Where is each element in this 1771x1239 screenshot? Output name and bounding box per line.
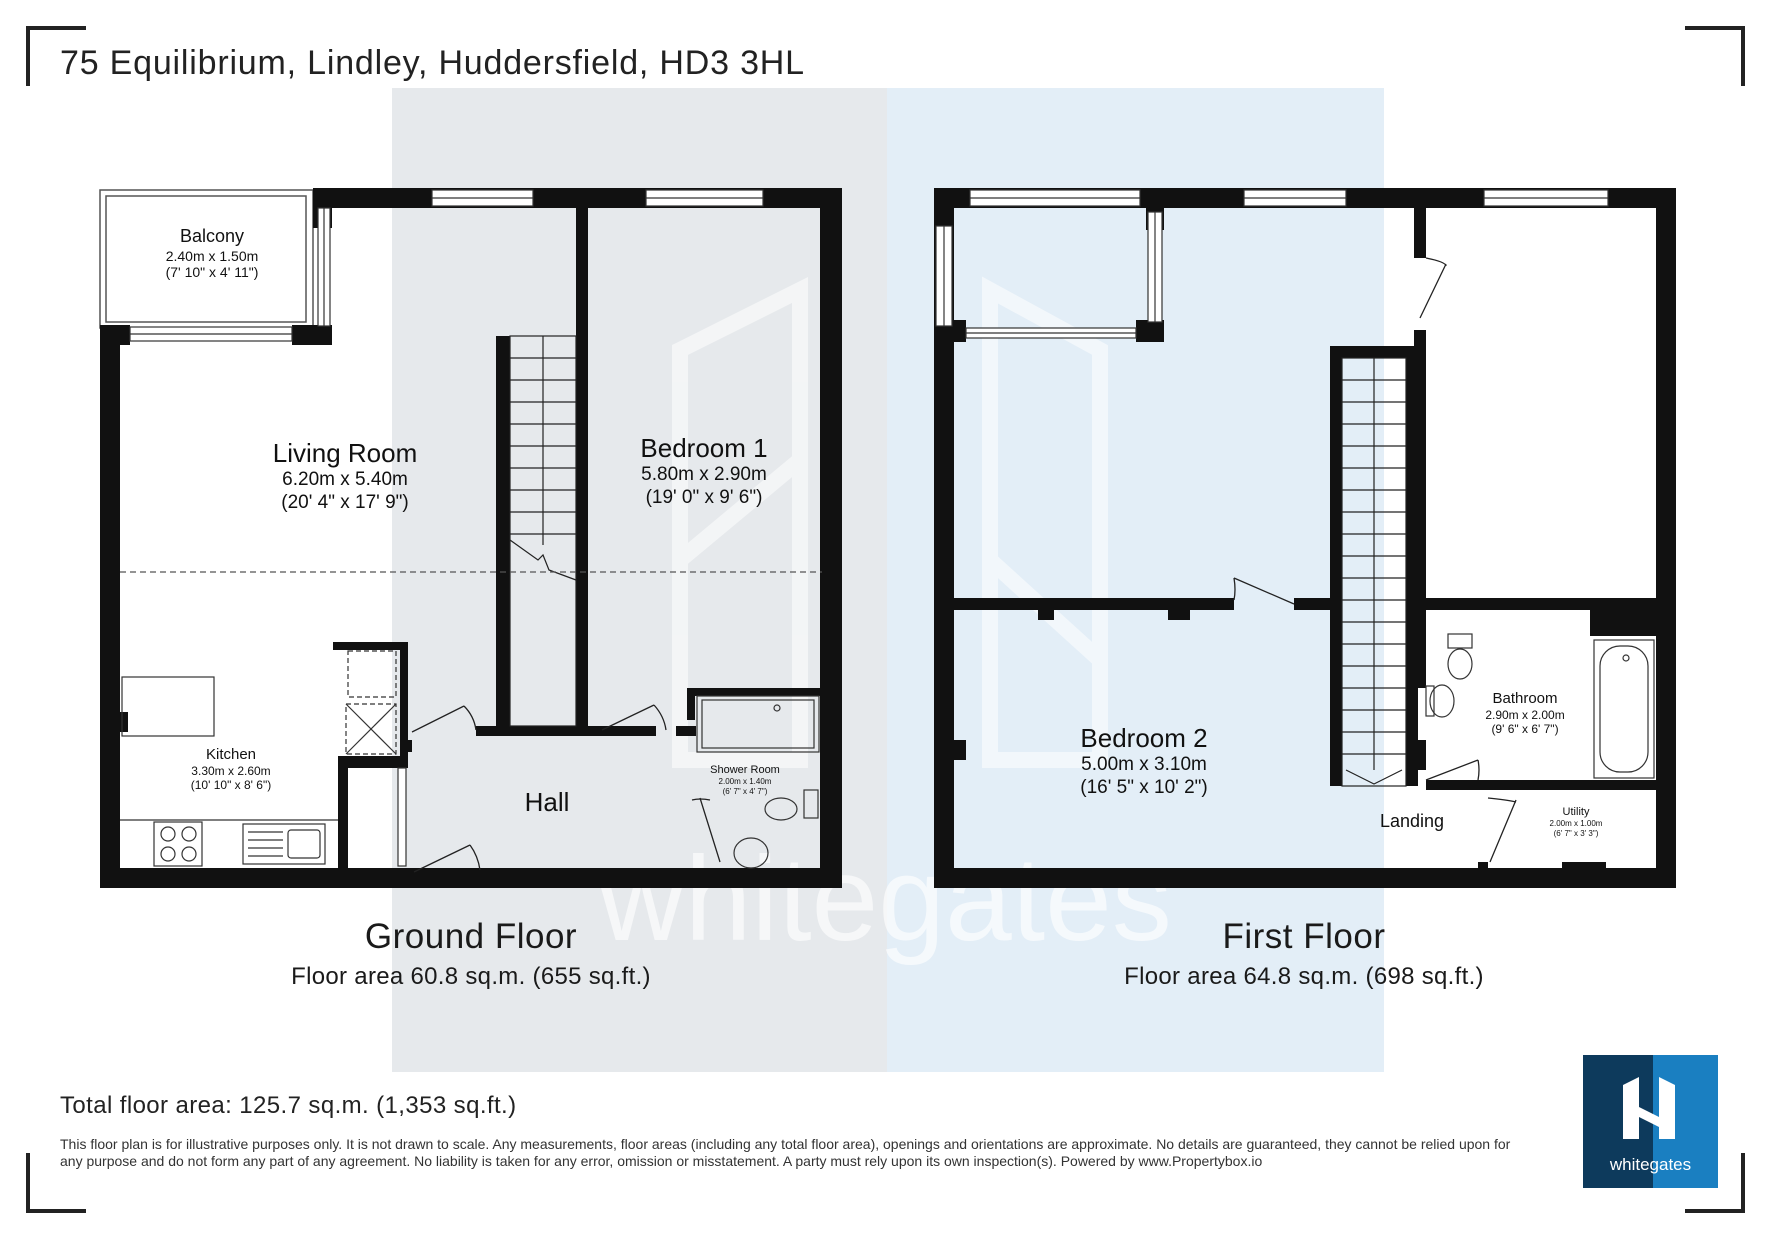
ground-floor-plan	[99, 188, 842, 888]
ground-doors	[411, 704, 721, 873]
room-name: Bathroom	[1492, 690, 1558, 707]
total-floor-area: Total floor area: 125.7 sq.m. (1,353 sq.…	[60, 1092, 517, 1119]
room-hall: Hall	[525, 787, 570, 818]
room-name: Utility	[1562, 806, 1590, 818]
first-doors	[1233, 257, 1517, 863]
bathroom-fittings	[1425, 633, 1655, 779]
first-staircase	[1341, 357, 1407, 787]
watermark-text: whitegates	[597, 832, 1172, 966]
room-kitchen: Kitchen 3.30m x 2.60m (10' 10" x 8' 6")	[191, 746, 271, 793]
room-bedroom-1: Bedroom 1 5.80m x 2.90m (19' 0" x 9' 6")	[640, 433, 767, 510]
room-bathroom: Bathroom 2.90m x 2.00m (9' 6" x 6' 7")	[1485, 690, 1564, 737]
room-imperial: (7' 10" x 4' 11")	[165, 264, 259, 281]
floor-area: Floor area 60.8 sq.m. (655 sq.ft.)	[291, 963, 651, 990]
first-walls	[934, 188, 1676, 888]
room-balcony: Balcony 2.40m x 1.50m (7' 10" x 4' 11")	[166, 226, 259, 281]
room-name: Balcony	[179, 226, 245, 246]
room-name: Bedroom 1	[640, 433, 768, 463]
room-metric: 2.40m x 1.50m	[165, 247, 259, 264]
room-metric: 5.00m x 3.10m	[1081, 754, 1207, 776]
first-windows	[935, 189, 1609, 339]
room-name: Living Room	[272, 438, 418, 468]
floor-name: First Floor	[1222, 917, 1386, 956]
floor-name: Ground Floor	[364, 917, 578, 956]
room-bedroom-2: Bedroom 2 5.00m x 3.10m (16' 5" x 10' 2"…	[1080, 723, 1207, 800]
logo-text: whitegates	[1609, 1155, 1692, 1174]
room-living-room: Living Room 6.20m x 5.40m (20' 4" x 17' …	[273, 438, 418, 515]
disclaimer-text: This floor plan is for illustrative purp…	[60, 1136, 1511, 1170]
room-name: Hall	[524, 787, 570, 817]
room-utility: Utility 2.00m x 1.00m (6' 7" x 3' 3")	[1550, 806, 1603, 838]
room-imperial: (19' 0" x 9' 6")	[645, 486, 763, 508]
room-imperial: (16' 5" x 10' 2")	[1080, 776, 1208, 798]
floor-area: Floor area 64.8 sq.m. (698 sq.ft.)	[1124, 963, 1484, 990]
whitegates-logo: whitegates	[1583, 1055, 1718, 1188]
room-metric: 3.30m x 2.60m	[191, 764, 271, 778]
room-imperial: (6' 7" x 3' 3")	[1553, 828, 1599, 838]
logo-mark-icon	[1583, 1055, 1718, 1188]
room-name: Bedroom 2	[1080, 723, 1208, 753]
room-imperial: (20' 4" x 17' 9")	[281, 491, 409, 513]
room-metric: 5.80m x 2.90m	[641, 464, 767, 486]
property-address: 75 Equilibrium, Lindley, Huddersfield, H…	[60, 44, 805, 82]
first-floor-plan	[934, 188, 1676, 888]
corner-mark-bottom-right	[1685, 1153, 1745, 1213]
corner-mark-top-right	[1685, 26, 1745, 86]
room-imperial: (10' 10" x 8' 6")	[190, 778, 272, 793]
room-metric: 2.00m x 1.00m	[1549, 819, 1603, 829]
shower-room-fittings	[696, 695, 820, 869]
first-floor-caption: First Floor Floor area 64.8 sq.m. (698 s…	[1124, 917, 1484, 991]
room-metric: 2.00m x 1.40m	[718, 777, 772, 787]
ground-floor-caption: Ground Floor Floor area 60.8 sq.m. (655 …	[291, 917, 651, 991]
room-name: Landing	[1379, 811, 1445, 831]
ground-walls	[100, 188, 842, 888]
room-name: Kitchen	[205, 746, 257, 763]
room-imperial: (6' 7" x 4' 7")	[722, 786, 768, 796]
room-shower-room: Shower Room 2.00m x 1.40m (6' 7" x 4' 7"…	[710, 764, 780, 796]
room-landing: Landing	[1380, 811, 1444, 833]
kitchen-fittings	[120, 650, 397, 867]
room-imperial: (9' 6" x 6' 7")	[1491, 722, 1559, 737]
room-name: Shower Room	[710, 764, 780, 776]
room-metric: 2.90m x 2.00m	[1485, 708, 1565, 722]
corner-mark-bottom-left	[26, 1153, 86, 1213]
corner-mark-top-left	[26, 26, 86, 86]
watermark-band-right	[887, 88, 1384, 1072]
ground-staircase	[509, 335, 577, 727]
room-metric: 6.20m x 5.40m	[282, 469, 408, 491]
ground-windows	[129, 189, 764, 867]
